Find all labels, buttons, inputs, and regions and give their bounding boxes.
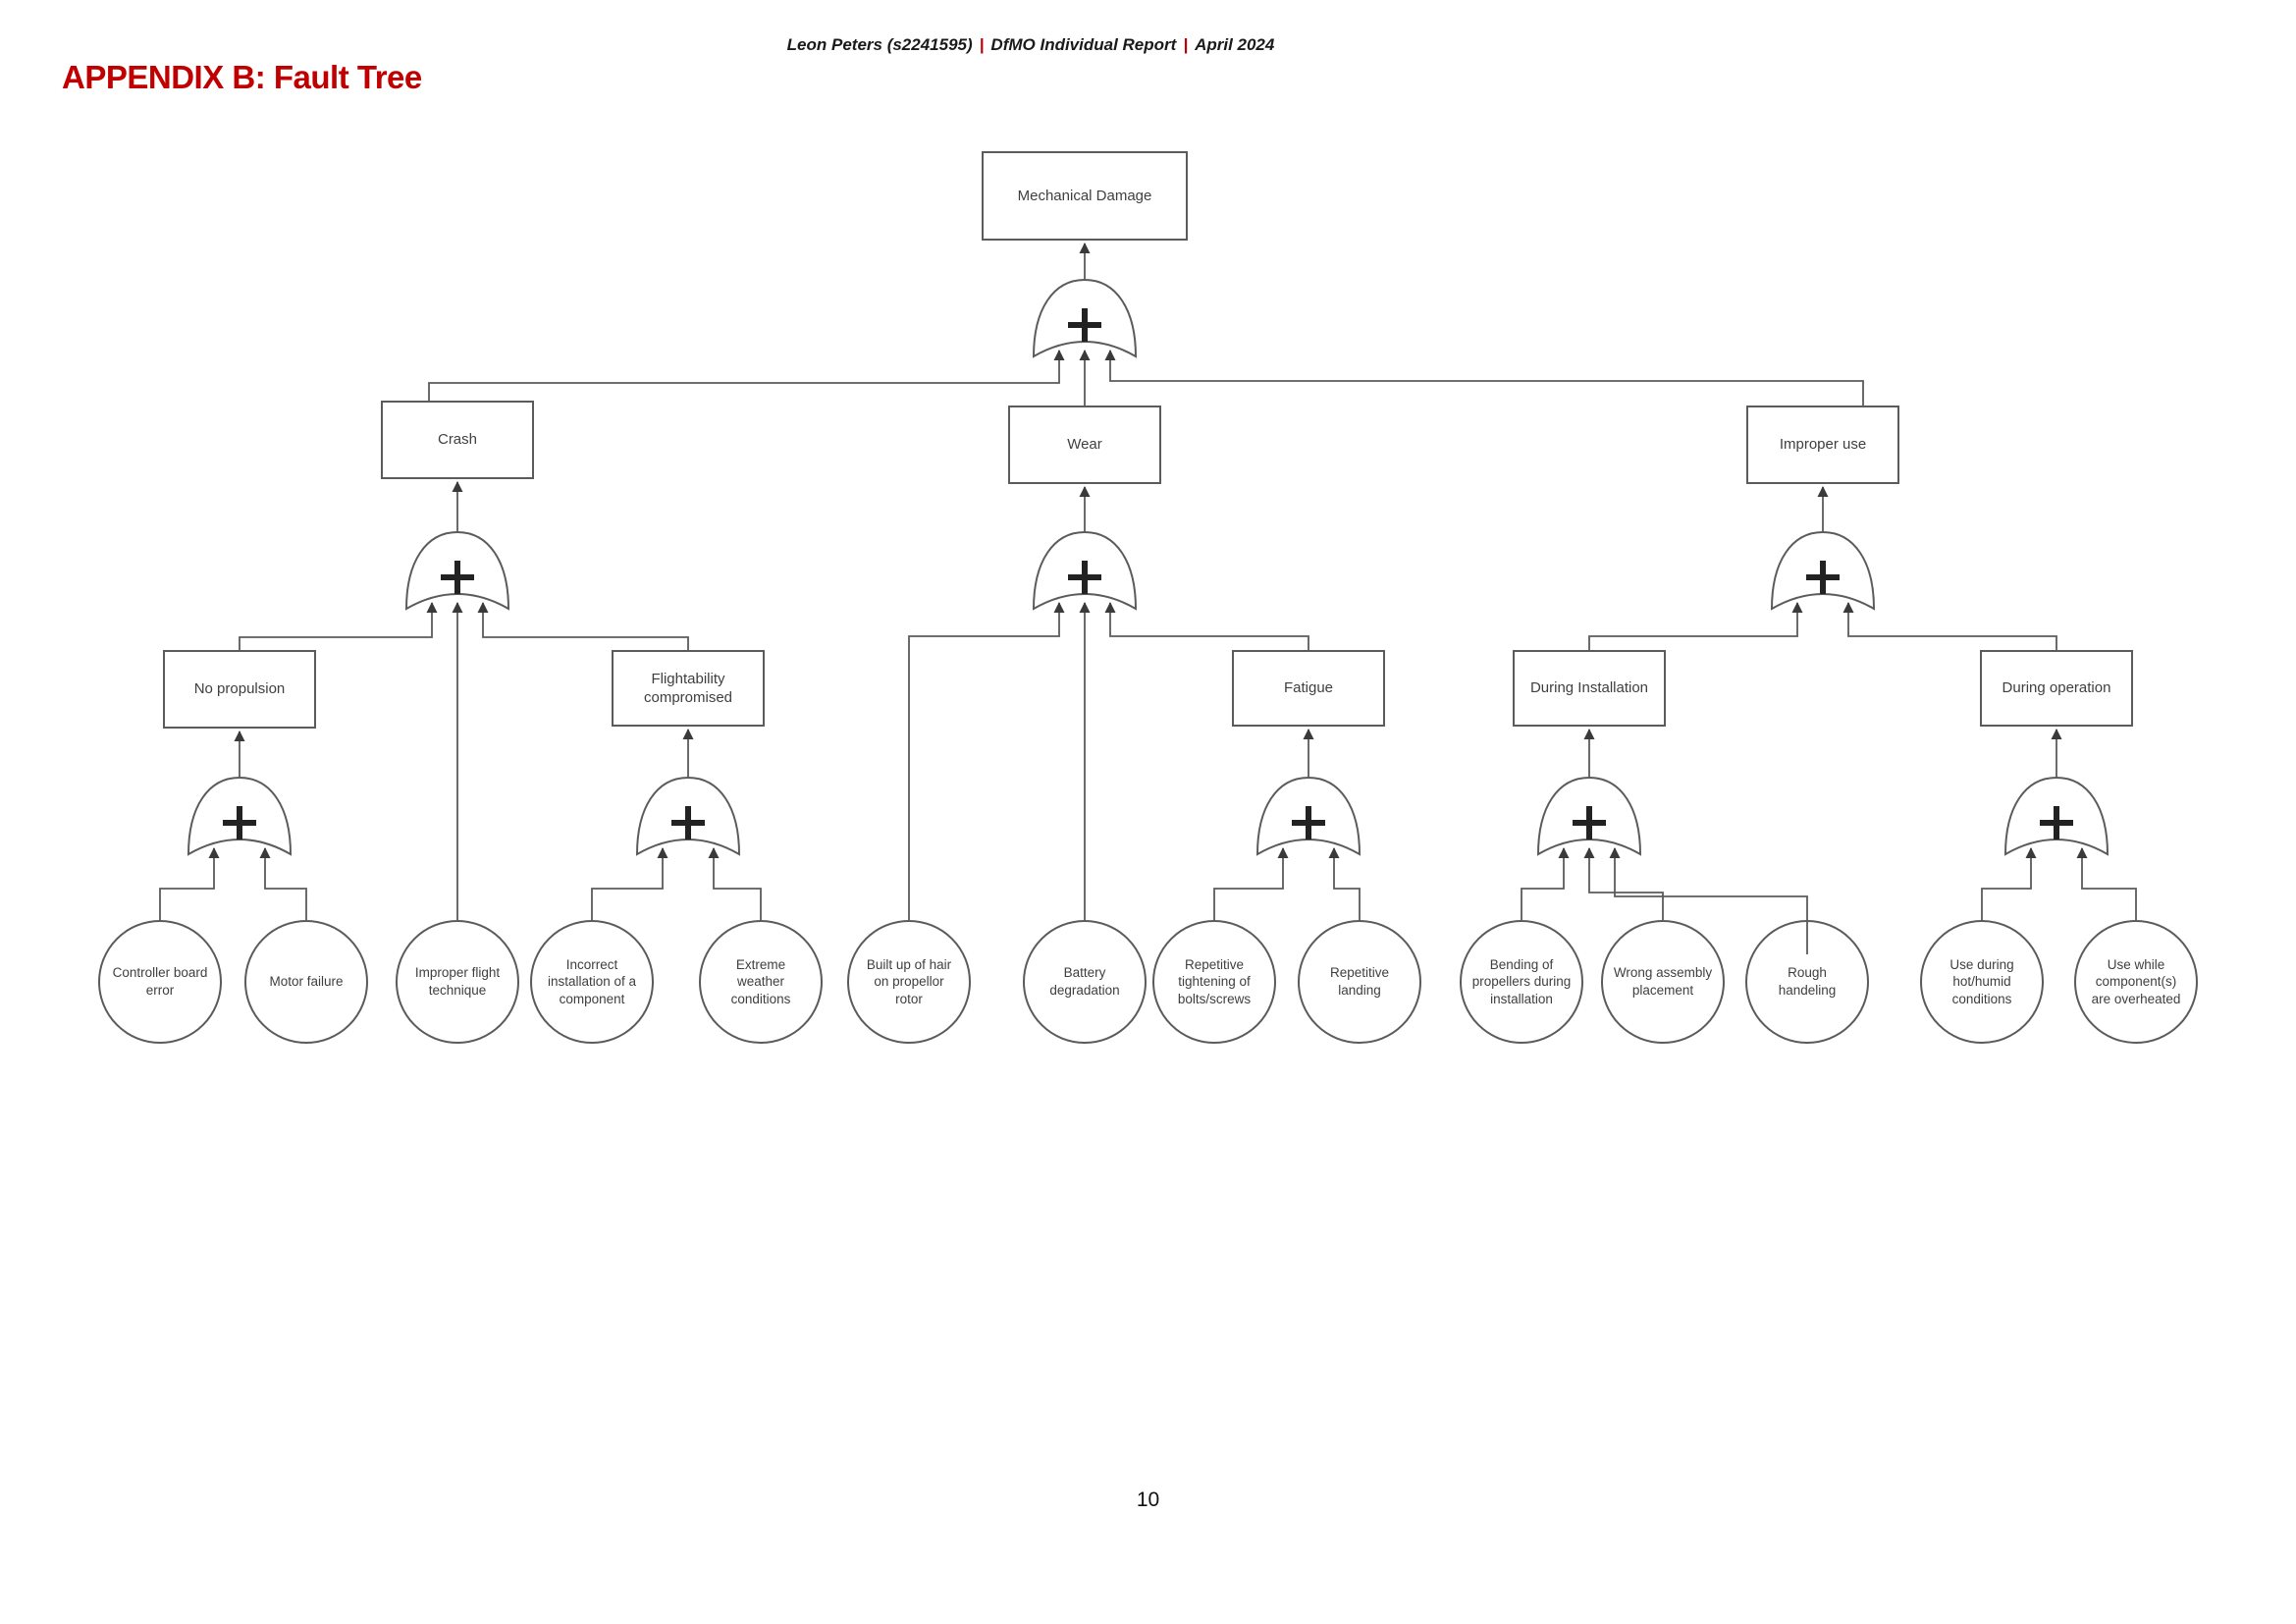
edge-wrong-assembly-to-g-durinst xyxy=(1583,847,1664,920)
header-separator: | xyxy=(1183,35,1189,54)
page-header: Leon Peters (s2241595) | DfMO Individual R… xyxy=(0,35,2061,55)
or-gate-plus-symbol xyxy=(441,561,474,594)
edge-no-propulsion-to-g-crash xyxy=(239,602,438,650)
header-separator: | xyxy=(979,35,985,54)
edge-use-hot-humid-to-g-durop xyxy=(1981,847,2037,920)
or-gate-g-durinst xyxy=(1536,776,1642,856)
edge-motor-failure-to-g-noprop xyxy=(259,847,307,920)
or-gate-plus-symbol xyxy=(1573,806,1606,839)
or-gate-g-wear xyxy=(1032,530,1138,611)
page-number: 10 xyxy=(1136,1489,1160,1511)
edge-hair-on-rotor-to-g-wear xyxy=(908,602,1065,920)
edge-rough-handling-to-g-durinst xyxy=(1609,847,1808,954)
or-gate-plus-symbol xyxy=(1068,561,1101,594)
or-gate-plus-symbol xyxy=(1806,561,1840,594)
or-gate-g-improper xyxy=(1770,530,1876,611)
edge-incorrect-installation-to-g-flight xyxy=(591,847,668,920)
edge-fatigue-to-g-wear xyxy=(1104,602,1309,650)
edge-crash-to-g-top xyxy=(428,350,1065,401)
or-gate-plus-symbol xyxy=(1068,308,1101,342)
or-gate-plus-symbol xyxy=(1292,806,1325,839)
edge-bending-propellers-to-g-durinst xyxy=(1521,847,1570,920)
or-gate-g-noprop xyxy=(187,776,293,856)
or-gates xyxy=(187,278,2109,856)
edge-flightability-compromised-to-g-crash xyxy=(477,602,689,650)
or-gate-g-flight xyxy=(635,776,741,856)
edge-repetitive-tightening-to-g-fatigue xyxy=(1213,847,1289,920)
or-gate-plus-symbol xyxy=(671,806,705,839)
or-gate-plus-symbol xyxy=(223,806,256,839)
edge-use-overheated-to-g-durop xyxy=(2076,847,2137,920)
edge-during-operation-to-g-improper xyxy=(1842,602,2057,650)
or-gate-g-top xyxy=(1032,278,1138,358)
edge-extreme-weather-to-g-flight xyxy=(708,847,762,920)
edge-during-installation-to-g-improper xyxy=(1588,602,1803,650)
page-title: APPENDIX B: Fault Tree xyxy=(62,59,422,95)
or-gate-g-durop xyxy=(2003,776,2109,856)
edge-controller-board-error-to-g-noprop xyxy=(159,847,220,920)
or-gate-plus-symbol xyxy=(2040,806,2073,839)
edge-repetitive-landing-to-g-fatigue xyxy=(1328,847,1361,920)
or-gate-g-fatigue xyxy=(1255,776,1362,856)
or-gate-g-crash xyxy=(404,530,510,611)
edge-improper-use-to-g-top xyxy=(1104,350,1864,406)
header-report-name: DfMO Individual Report xyxy=(990,35,1177,54)
header-date: April 2024 xyxy=(1195,35,1275,54)
connector-lines xyxy=(159,243,2137,954)
header-author: Leon Peters (s2241595) xyxy=(786,35,973,54)
